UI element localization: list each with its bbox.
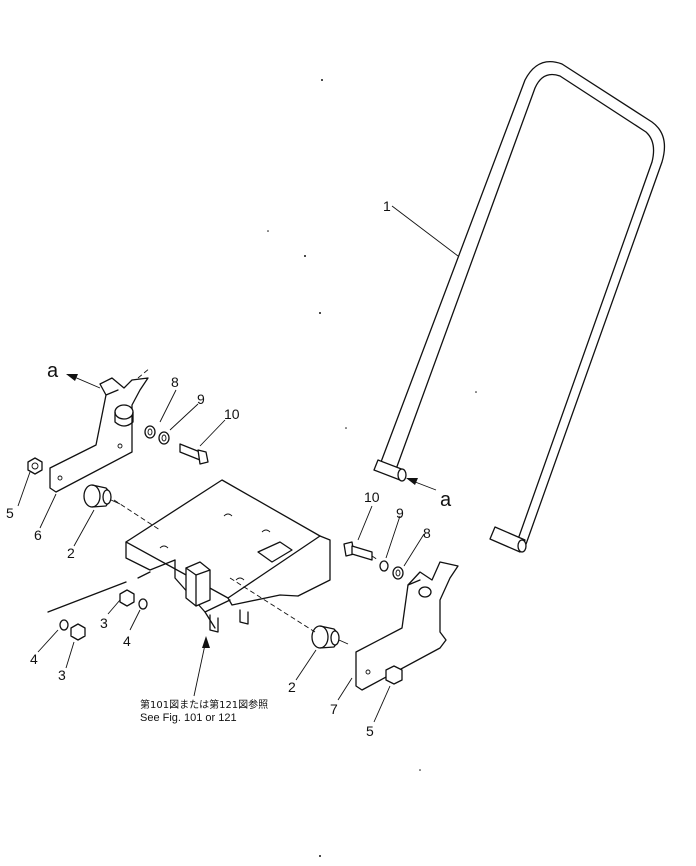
bolt-part-10-right <box>343 541 373 561</box>
callout-10-right: 10 <box>364 489 380 505</box>
right-bracket-part-7 <box>355 561 459 691</box>
arrow-label-a-right: a <box>440 489 452 511</box>
reference-note-english: See Fig. 101 or 121 <box>140 712 237 724</box>
base-frame <box>47 479 331 633</box>
callout-9-right: 9 <box>396 505 404 521</box>
rubber-mount-right <box>311 625 349 649</box>
handle-bar-part-1 <box>373 60 666 553</box>
callout-5-left: 5 <box>6 505 14 521</box>
callout-3-upper: 3 <box>100 615 108 631</box>
callout-6: 6 <box>34 527 42 543</box>
callout-9-left: 9 <box>197 391 205 407</box>
callout-7: 7 <box>330 701 338 717</box>
callout-2-left: 2 <box>67 545 75 561</box>
callout-2-right: 2 <box>288 679 296 695</box>
nut-part-5-right <box>385 665 403 685</box>
nut-part-3-lower <box>70 623 86 641</box>
washer-part-8-left <box>144 425 156 439</box>
callout-4-upper: 4 <box>123 633 131 649</box>
scan-specks <box>267 79 477 857</box>
callout-4-lower: 4 <box>30 651 38 667</box>
arrow-label-a-left: a <box>47 360 59 382</box>
callout-8-left: 8 <box>171 374 179 390</box>
arrow-a-left <box>66 374 101 389</box>
lock-washer-part-9-left <box>158 431 170 445</box>
callout-8-right: 8 <box>423 525 431 541</box>
arrow-a-right <box>406 478 437 491</box>
washer-part-4-upper <box>138 598 148 610</box>
callout-3-lower: 3 <box>58 667 66 683</box>
callout-5-right: 5 <box>366 723 374 739</box>
nut-part-5-left <box>27 457 43 475</box>
assembly-lines <box>113 367 379 633</box>
rubber-mount-left <box>83 484 121 508</box>
washer-part-4-lower <box>59 619 69 631</box>
nut-part-3-upper <box>119 589 135 607</box>
left-bracket-part-6 <box>49 377 149 493</box>
leader-lines <box>17 205 459 723</box>
washer-part-8-right <box>392 566 404 580</box>
callout-10-left: 10 <box>224 406 240 422</box>
callout-1: 1 <box>383 198 391 214</box>
reference-note-japanese: 第101図または第121図参照 <box>140 698 268 711</box>
lock-washer-part-9-right <box>379 560 389 572</box>
bolt-part-10-left <box>179 443 209 465</box>
